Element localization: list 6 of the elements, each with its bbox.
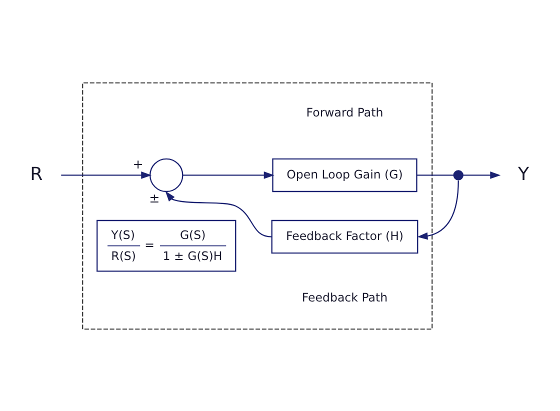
node-label: + [132, 156, 144, 172]
label: Feedback Path [302, 290, 388, 304]
node-label: ± [149, 190, 160, 205]
node-text: R [30, 163, 43, 184]
label: Forward Path [306, 105, 384, 120]
node-text: Y [518, 163, 530, 184]
